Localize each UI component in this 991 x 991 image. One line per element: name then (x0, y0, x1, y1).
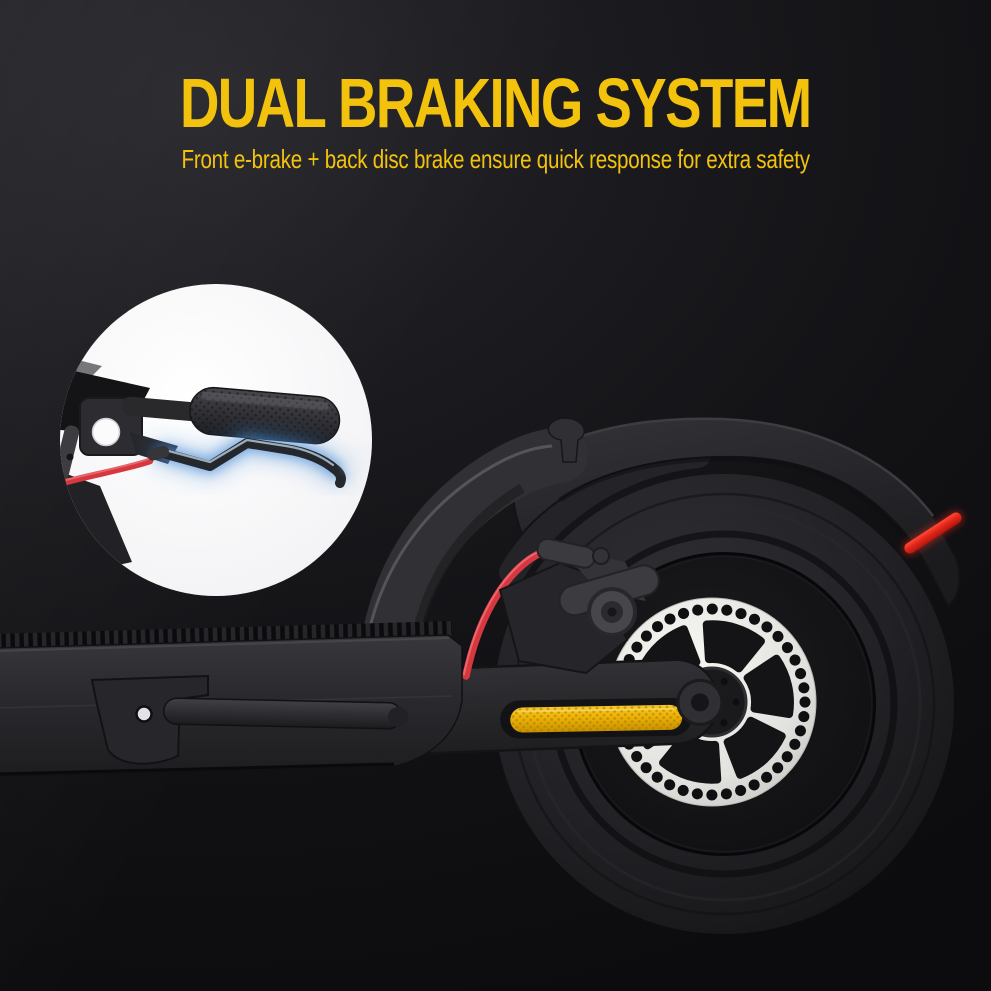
deck (0, 621, 463, 777)
cable-ferrule (147, 445, 170, 461)
inset-circle (60, 284, 372, 596)
kickstand-pivot-bolt (135, 705, 153, 723)
headline-block: DUAL BRAKING SYSTEM Front e-brake + back… (0, 68, 991, 175)
page-subtitle: Front e-brake + back disc brake ensure q… (181, 144, 810, 174)
clamp-hole (91, 417, 121, 447)
brake-caliper (498, 537, 660, 675)
page-title: DUAL BRAKING SYSTEM (180, 64, 812, 142)
swingarm (386, 658, 724, 757)
motion-streaks (341, 446, 372, 471)
handlebar-grip (189, 386, 341, 445)
kickstand-leg (162, 697, 403, 730)
brake-lever-blade (150, 430, 372, 488)
front-brake-cable (62, 445, 170, 486)
red-rear-reflector (903, 511, 963, 555)
handlebar-tube (121, 396, 209, 422)
fender-hook (547, 417, 585, 463)
folded-kickstand (90, 674, 408, 765)
rear-fender (512, 417, 963, 608)
brake-lever-inset (60, 284, 372, 596)
